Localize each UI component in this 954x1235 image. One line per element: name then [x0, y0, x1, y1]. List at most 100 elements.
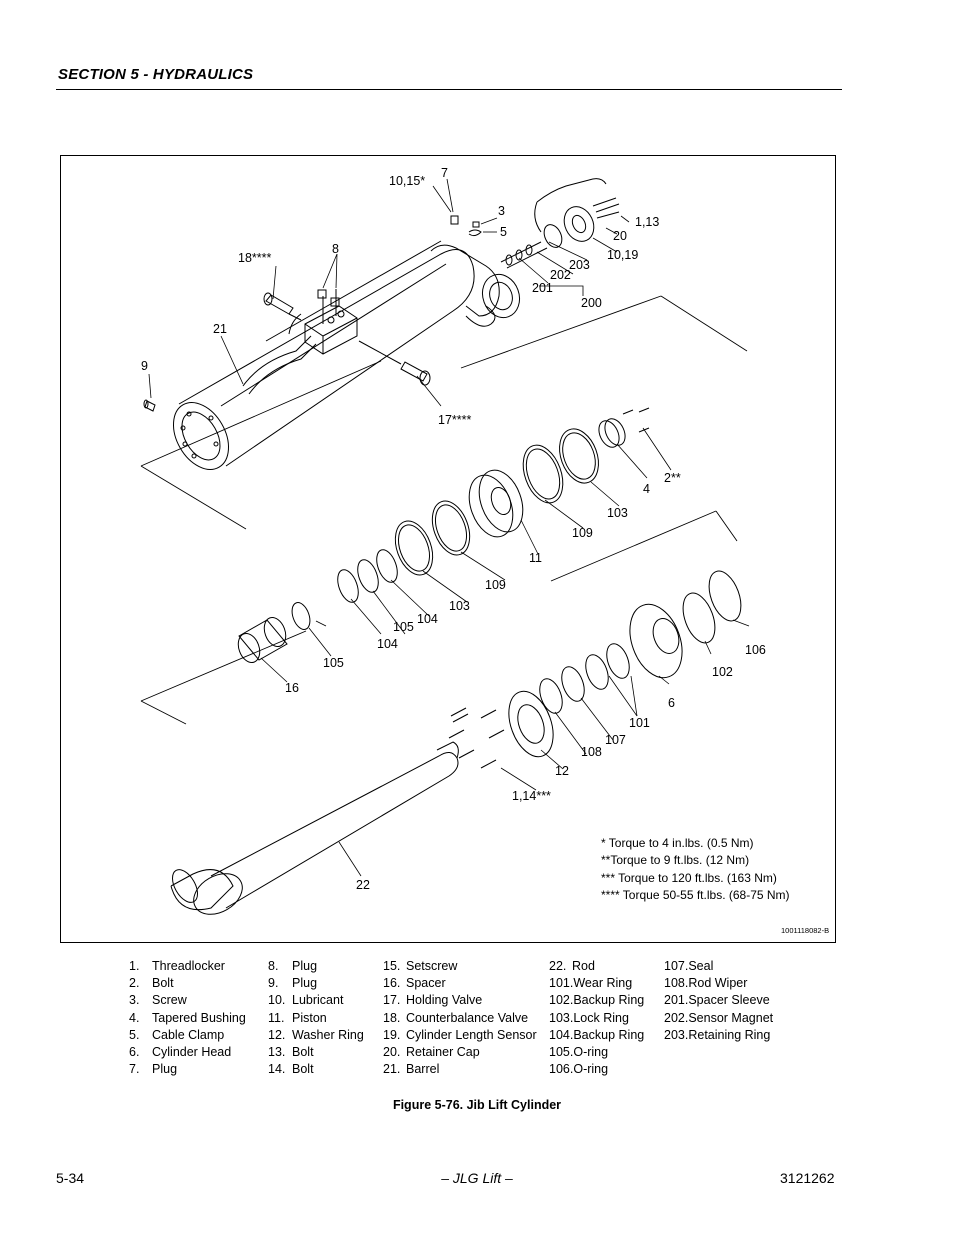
holding-valve-part — [358, 340, 431, 386]
callout-105-b: 105 — [323, 656, 344, 670]
callout-102: 102 — [712, 665, 733, 679]
legend-item: 21.Barrel — [383, 1062, 440, 1077]
torque-note-3: *** Torque to 120 ft.lbs. (163 Nm) — [601, 871, 777, 885]
legend-column-1: 1.Threadlocker 2.Bolt 3.Screw 4.Tapered … — [129, 958, 246, 1078]
callout-108: 108 — [581, 745, 602, 759]
header-rule — [56, 89, 842, 90]
legend-item: 7.Plug — [129, 1062, 178, 1077]
legend-item: 9.Plug — [268, 976, 318, 991]
callout-109-lower: 109 — [485, 578, 506, 592]
callout-labels: 10,15* 7 3 5 1,13 20 10,19 203 202 201 2… — [141, 166, 766, 892]
plug-8-parts — [317, 289, 340, 307]
callout-107: 107 — [605, 733, 626, 747]
legend-item: 14.Bolt — [268, 1062, 314, 1077]
callout-104-b: 104 — [377, 637, 398, 651]
legend-item: 104.Backup Ring — [549, 1027, 645, 1042]
callout-12: 12 — [555, 764, 569, 778]
callout-22: 22 — [356, 878, 370, 892]
legend-item: 3.Screw — [129, 993, 187, 1008]
barrel-part — [173, 240, 521, 470]
legend-item: 22.Rod — [549, 959, 595, 973]
callout-1-13: 1,13 — [635, 215, 659, 229]
legend-item: 105.O-ring — [549, 1045, 609, 1060]
plug-7-part — [450, 215, 459, 225]
callout-106: 106 — [745, 643, 766, 657]
callout-101: 101 — [629, 716, 650, 730]
callout-1-14: 1,14*** — [512, 789, 551, 803]
callout-18: 18**** — [238, 251, 271, 265]
legend-item: 13.Bolt — [268, 1045, 314, 1060]
legend-item: 5.Cable Clamp — [129, 1027, 225, 1042]
spacer-part — [237, 616, 288, 664]
legend-item: 20.Retainer Cap — [383, 1045, 480, 1060]
footer-center: – JLG Lift – — [441, 1170, 513, 1186]
callout-104-a: 104 — [417, 612, 438, 626]
legend-column-3: 15.Setscrew 16.Spacer 17.Holding Valve 1… — [383, 958, 537, 1078]
callout-10-19: 10,19 — [607, 248, 638, 262]
legend-item: 15.Setscrew — [383, 959, 458, 973]
torque-note-4: **** Torque 50-55 ft.lbs. (68-75 Nm) — [601, 888, 790, 902]
legend-item: 19.Cylinder Length Sensor — [383, 1027, 537, 1042]
callout-202: 202 — [550, 268, 571, 282]
figure-frame: 10,15* 7 3 5 1,13 20 10,19 203 202 201 2… — [60, 155, 836, 943]
exploded-view-drawing: 10,15* 7 3 5 1,13 20 10,19 203 202 201 2… — [140, 166, 829, 935]
page-number: 5-34 — [56, 1170, 85, 1186]
callout-203: 203 — [569, 258, 590, 272]
callout-105-a: 105 — [393, 620, 414, 634]
torque-notes: * Torque to 4 in.lbs. (0.5 Nm) **Torque … — [601, 836, 790, 902]
callout-10-15: 10,15* — [389, 174, 425, 188]
screw-clamp-parts — [468, 221, 482, 237]
counterbalance-valve-part — [263, 292, 302, 321]
figure-caption: Figure 5-76. Jib Lift Cylinder — [392, 1098, 562, 1112]
sensor-assembly-part — [500, 178, 620, 269]
section-title: SECTION 5 - HYDRAULICS — [58, 66, 254, 83]
legend-item: 12.Washer Ring — [268, 1027, 364, 1042]
legend-item: 6.Cylinder Head — [129, 1045, 232, 1060]
leader-lines — [148, 178, 750, 877]
callout-200: 200 — [581, 296, 602, 310]
callout-16: 16 — [285, 681, 299, 695]
legend-item: 201.Spacer Sleeve — [664, 993, 770, 1008]
legend-item: 102.Backup Ring — [549, 993, 645, 1008]
callout-9: 9 — [141, 359, 148, 373]
torque-note-2: **Torque to 9 ft.lbs. (12 Nm) — [601, 853, 749, 867]
cylinder-head-group — [508, 570, 742, 758]
legend-item: 106.O-ring — [549, 1062, 609, 1077]
drawing-id: 1001118082-B — [781, 926, 829, 935]
legend-item: 18.Counterbalance Valve — [383, 1010, 529, 1025]
legend-item: 11.Piston — [268, 1010, 327, 1025]
legend-item: 2.Bolt — [129, 976, 174, 991]
legend-item: 4.Tapered Bushing — [129, 1010, 246, 1025]
tapered-bushing-part — [598, 407, 650, 448]
legend-item: 17.Holding Valve — [383, 993, 483, 1008]
callout-6: 6 — [668, 696, 675, 710]
callout-4: 4 — [643, 482, 650, 496]
legend-item: 103.Lock Ring — [549, 1010, 629, 1025]
doc-number: 3121262 — [780, 1170, 835, 1186]
callout-3: 3 — [498, 204, 505, 218]
legend-column-5: 107.Seal 108.Rod Wiper 201.Spacer Sleeve… — [664, 958, 773, 1044]
legend-item: 16.Spacer — [383, 976, 446, 991]
rod-part — [170, 741, 459, 915]
callout-103-upper: 103 — [607, 506, 628, 520]
torque-note-1: * Torque to 4 in.lbs. (0.5 Nm) — [601, 836, 754, 850]
bolts-1-14-group — [448, 707, 505, 769]
piston-seals-group — [291, 428, 599, 630]
legend-column-2: 8.Plug 9.Plug 10.Lubricant 11.Piston 12.… — [268, 958, 364, 1078]
callout-21: 21 — [213, 322, 227, 336]
legend-item: 1.Threadlocker — [129, 959, 225, 973]
legend-item: 8.Plug — [268, 959, 318, 973]
legend-item: 108.Rod Wiper — [664, 976, 748, 991]
callout-11: 11 — [529, 551, 542, 565]
legend-item: 107.Seal — [664, 959, 714, 973]
legend-item: 202.Sensor Magnet — [664, 1010, 774, 1025]
callout-201: 201 — [532, 281, 553, 295]
callout-2: 2** — [664, 471, 681, 485]
callout-5: 5 — [500, 225, 507, 239]
legend-item: 10.Lubricant — [268, 993, 344, 1008]
callout-20: 20 — [613, 229, 627, 243]
callout-109-upper: 109 — [572, 526, 593, 540]
guide-lines — [140, 295, 748, 725]
legend-column-4: 22.Rod 101.Wear Ring 102.Backup Ring 103… — [549, 958, 644, 1078]
plug-9-part — [143, 399, 156, 412]
